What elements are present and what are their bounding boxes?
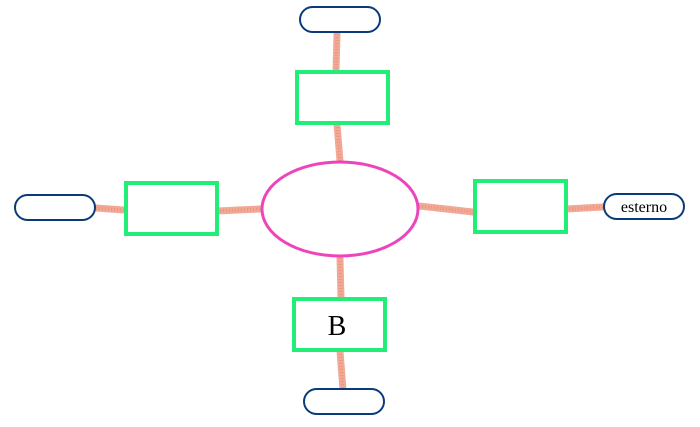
terminal-right-shape[interactable] — [603, 193, 685, 220]
box-bottom-label: B — [328, 311, 347, 342]
terminal-left[interactable] — [14, 194, 96, 221]
box-right-shape[interactable] — [473, 179, 568, 234]
terminal-bottom-shape[interactable] — [303, 388, 385, 415]
box-left-shape[interactable] — [124, 181, 219, 236]
box-left[interactable] — [124, 181, 219, 236]
terminal-top[interactable] — [299, 6, 381, 33]
terminal-right-label: esterno — [621, 199, 667, 216]
terminal-left-shape[interactable] — [14, 194, 96, 221]
connectors — [92, 30, 607, 394]
box-bottom[interactable]: B — [292, 297, 387, 352]
terminal-top-shape[interactable] — [299, 6, 381, 33]
box-right[interactable] — [473, 179, 568, 234]
box-top[interactable] — [295, 70, 390, 125]
center-ellipse[interactable] — [260, 160, 420, 258]
connector-left-terminal — [92, 204, 128, 214]
terminal-right[interactable]: esterno — [603, 193, 685, 220]
box-top-shape[interactable] — [295, 70, 390, 125]
box-bottom-shape[interactable] — [292, 297, 387, 352]
terminal-bottom[interactable] — [303, 388, 385, 415]
center-entity[interactable] — [260, 160, 420, 258]
